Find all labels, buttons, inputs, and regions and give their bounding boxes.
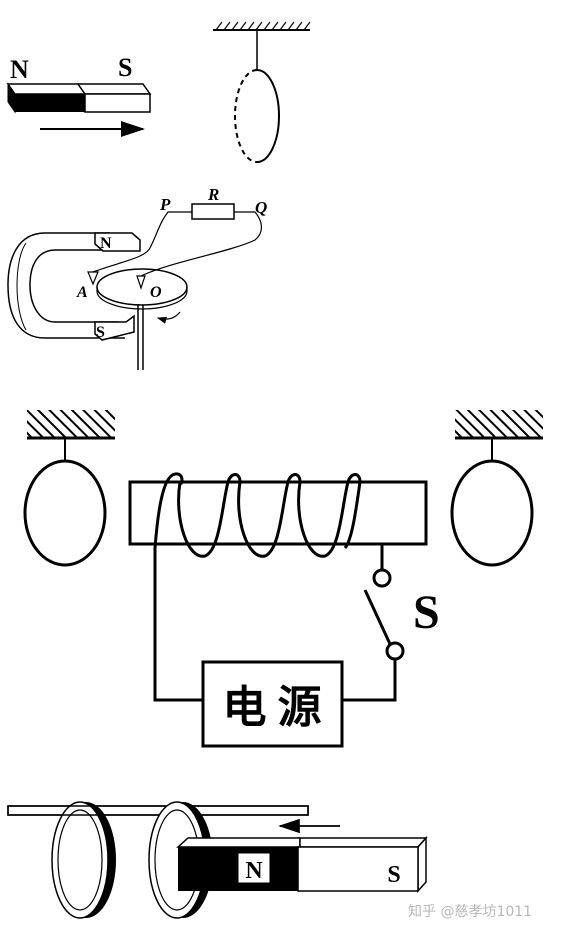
suspended-ring bbox=[234, 69, 280, 163]
switch-upper-contact bbox=[372, 568, 392, 588]
solenoid-coil bbox=[153, 472, 362, 558]
label-r: R bbox=[207, 185, 219, 204]
horizontal-rod bbox=[7, 805, 309, 816]
north-pole-label: N bbox=[10, 55, 29, 84]
left-lead-wire bbox=[153, 548, 203, 702]
magnet-north-label: N bbox=[100, 235, 112, 252]
wire-q bbox=[140, 211, 262, 277]
power-supply-label: 电 源 bbox=[223, 683, 322, 732]
horseshoe-magnet: N S bbox=[7, 232, 141, 341]
switch-label: S bbox=[413, 586, 440, 639]
left-rod-ring bbox=[51, 801, 116, 919]
right-ceiling bbox=[455, 410, 543, 438]
rod-magnet-south-label: S bbox=[387, 862, 400, 888]
right-ring bbox=[450, 459, 534, 567]
label-a: A bbox=[76, 284, 88, 301]
copper-disk bbox=[96, 268, 188, 306]
magnet-south-half bbox=[76, 83, 152, 95]
switch-lower-contact bbox=[385, 641, 405, 661]
lower-pole-piece bbox=[94, 314, 135, 341]
magnet-north-half bbox=[6, 83, 87, 95]
resistor-r bbox=[191, 203, 235, 220]
brush-a bbox=[87, 271, 99, 286]
figure-rings-on-rod: N S bbox=[7, 801, 428, 919]
wire-p bbox=[92, 211, 192, 273]
bar-magnet-rod: N S bbox=[176, 836, 428, 893]
left-ring bbox=[23, 459, 107, 567]
south-pole-label: S bbox=[118, 53, 132, 82]
ceiling-support bbox=[213, 21, 311, 31]
label-q: Q bbox=[255, 198, 267, 217]
rod-magnet-south-half bbox=[297, 846, 419, 892]
rotation-arrow bbox=[156, 311, 181, 324]
label-o: O bbox=[150, 284, 162, 301]
left-ceiling bbox=[27, 410, 115, 438]
figure-faraday-disk: N S A O R P Q bbox=[7, 185, 267, 370]
watermark: 知乎 @慈孝坊1011 bbox=[408, 903, 532, 920]
label-p: P bbox=[159, 195, 171, 214]
figure-magnet-approaching-ring: N S bbox=[6, 21, 311, 163]
figure-solenoid-with-rings: S 电 源 bbox=[23, 410, 543, 748]
bar-magnet: N S bbox=[6, 53, 152, 114]
magnet-south-label: S bbox=[96, 324, 105, 341]
switch-blade bbox=[363, 589, 392, 645]
power-supply bbox=[201, 660, 344, 748]
return-wire bbox=[342, 659, 397, 702]
upper-pole-piece bbox=[94, 232, 141, 252]
rod-magnet-north-label: N bbox=[245, 858, 263, 884]
